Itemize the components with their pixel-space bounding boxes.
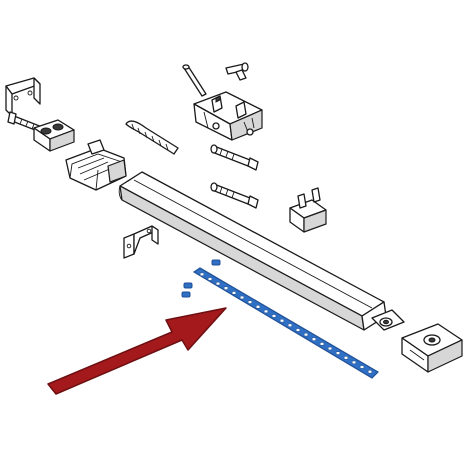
trolley-carriage [193, 91, 263, 141]
rack-hole [343, 356, 349, 360]
rack-hole [303, 332, 309, 337]
rack-hole [271, 314, 277, 318]
release-rod [182, 64, 207, 97]
strip-screws [181, 259, 221, 298]
rail-end-bracket [371, 309, 405, 331]
toothed-rack-strip[interactable] [192, 267, 379, 379]
guide-rail [118, 171, 387, 331]
rack-hole [367, 370, 373, 374]
rack-hole [279, 319, 285, 323]
pulley-housing [65, 139, 127, 191]
rack-hole [207, 277, 213, 281]
rack-hole [255, 305, 261, 309]
rack-hole [223, 286, 229, 290]
angle-bracket [123, 225, 159, 259]
rack-hole [311, 337, 317, 341]
rack-hole [319, 342, 325, 346]
rack-hole [359, 365, 365, 369]
release-pin [225, 62, 249, 81]
spring-bolt-lower [210, 182, 259, 209]
rack-hole [215, 281, 221, 286]
rack-hole [351, 360, 357, 365]
rack-hole [247, 300, 253, 304]
rack-hole [327, 346, 333, 351]
rack-hole [263, 309, 269, 314]
rack-hole [231, 291, 237, 295]
rack-holes [199, 272, 373, 374]
rack-hole [239, 295, 245, 300]
indicator-arrow [47, 307, 227, 395]
end-cap [401, 323, 463, 373]
rack-hole [287, 323, 293, 327]
spring-bolt-upper [210, 144, 259, 171]
rack-hole [295, 328, 301, 332]
drive-chain [125, 120, 179, 155]
wall-bracket [5, 77, 41, 117]
rack-hole [335, 351, 341, 355]
rail-clip [289, 187, 327, 233]
rack-hole [199, 272, 205, 276]
motor-end-block [33, 119, 75, 152]
